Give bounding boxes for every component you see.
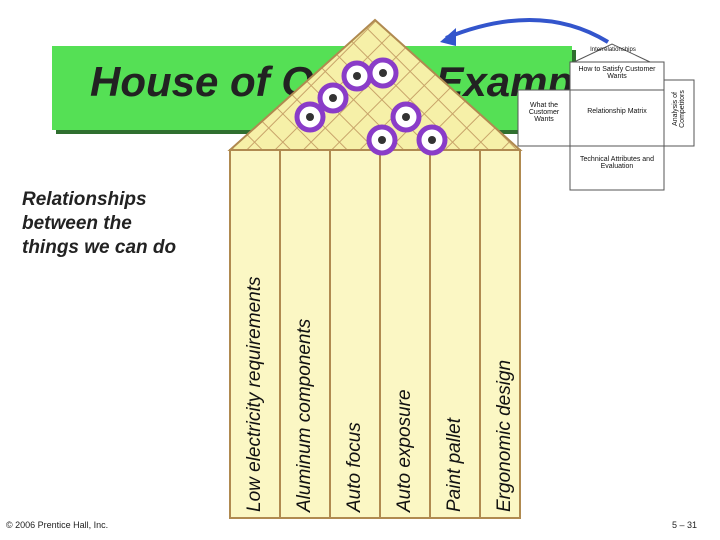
mini-competitors-label: Analysis of Competitors: [672, 90, 686, 128]
mini-how-label: How to Satisfy Customer Wants: [578, 66, 656, 80]
side-caption-line: Relationships: [22, 189, 147, 210]
side-caption-line: things we can do: [22, 237, 177, 258]
relationship-dot: [367, 57, 399, 89]
side-caption-line: between the: [22, 213, 132, 234]
columns-grid: [229, 149, 521, 519]
relationship-dots: [294, 57, 448, 156]
mini-matrix-label: Relationship Matrix: [587, 108, 647, 115]
copyright: © 2006 Prentice Hall, Inc.: [6, 520, 109, 530]
page-number: 5 – 31: [672, 520, 698, 530]
arrow-head: [440, 28, 456, 46]
relationship-dot: [390, 101, 422, 133]
mini-what-label: What the Customer Wants: [528, 102, 560, 123]
curved-arrow: [445, 18, 610, 44]
relationship-dot: [366, 124, 398, 156]
relationship-dot: [294, 101, 326, 133]
relationship-dot: [416, 124, 448, 156]
relationship-dot: [317, 82, 349, 114]
mini-roof-label: Interrelationships: [590, 47, 636, 53]
mini-technical-label: Technical Attributes and Evaluation: [580, 156, 654, 170]
side-caption: Relationships between the things we can …: [22, 188, 222, 260]
